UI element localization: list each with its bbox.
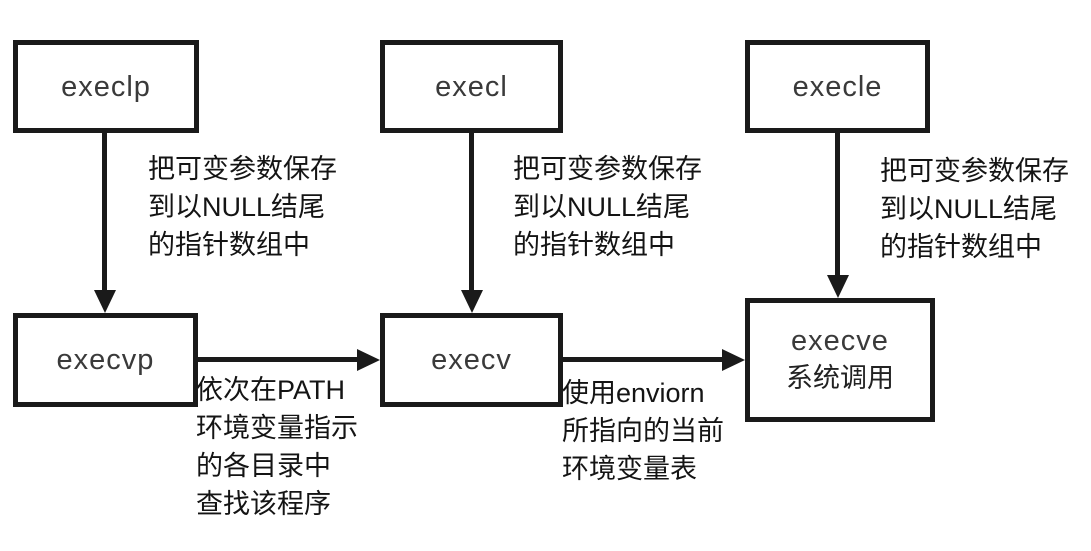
annotation-environ-use: 使用enviorn 所指向的当前 环境变量表	[562, 374, 724, 488]
node-execl-label: execl	[435, 70, 508, 103]
node-execv: execv	[380, 313, 563, 407]
arrow-shaft	[469, 133, 474, 291]
annotation-line: 到以NULL结尾	[880, 194, 1058, 224]
annotation-line: 把可变参数保存	[513, 154, 702, 184]
annotation-line: 的指针数组中	[148, 230, 310, 260]
annotation-line: 到以NULL结尾	[513, 192, 691, 222]
node-execve-sublabel: 系统调用	[786, 363, 894, 393]
annotation-line: 查找该程序	[196, 489, 331, 519]
annotation-line: 依次在PATH	[196, 375, 346, 405]
annotation-path-search: 依次在PATH 环境变量指示 的各目录中 查找该程序	[196, 371, 358, 523]
node-execle: execle	[745, 40, 930, 133]
annotation-line: 环境变量表	[562, 454, 697, 484]
annotation-line: 的指针数组中	[513, 230, 675, 260]
node-execle-label: execle	[792, 70, 883, 103]
annotation-line: 的指针数组中	[880, 232, 1042, 262]
annotation-line: 把可变参数保存	[880, 156, 1069, 186]
arrowhead-down-icon	[461, 290, 483, 313]
node-execv-label: execv	[431, 344, 512, 376]
annotation-line: 到以NULL结尾	[148, 192, 326, 222]
annotation-save-args-left: 把可变参数保存 到以NULL结尾 的指针数组中	[148, 150, 337, 264]
arrowhead-down-icon	[827, 275, 849, 298]
annotation-save-args-middle: 把可变参数保存 到以NULL结尾 的指针数组中	[513, 150, 702, 264]
annotation-line: 把可变参数保存	[148, 154, 337, 184]
annotation-line: 使用enviorn	[562, 378, 705, 408]
annotation-line: 的各目录中	[196, 451, 331, 481]
node-execlp-label: execlp	[61, 70, 151, 103]
annotation-line: 环境变量指示	[196, 413, 358, 443]
annotation-save-args-right: 把可变参数保存 到以NULL结尾 的指针数组中	[880, 152, 1069, 266]
arrowhead-down-icon	[94, 290, 116, 313]
node-execvp-label: execvp	[56, 344, 155, 376]
node-execve: execve 系统调用	[745, 298, 935, 422]
annotation-line: 所指向的当前	[562, 416, 724, 446]
arrow-shaft	[102, 133, 107, 291]
arrowhead-right-icon	[357, 349, 380, 371]
arrow-shaft	[835, 133, 840, 276]
node-execve-label: execve	[791, 325, 889, 357]
node-execl: execl	[380, 40, 563, 133]
arrowhead-right-icon	[722, 349, 745, 371]
node-execlp: execlp	[13, 40, 199, 133]
arrow-shaft	[198, 357, 358, 362]
arrow-shaft	[563, 357, 723, 362]
node-execvp: execvp	[13, 313, 198, 407]
